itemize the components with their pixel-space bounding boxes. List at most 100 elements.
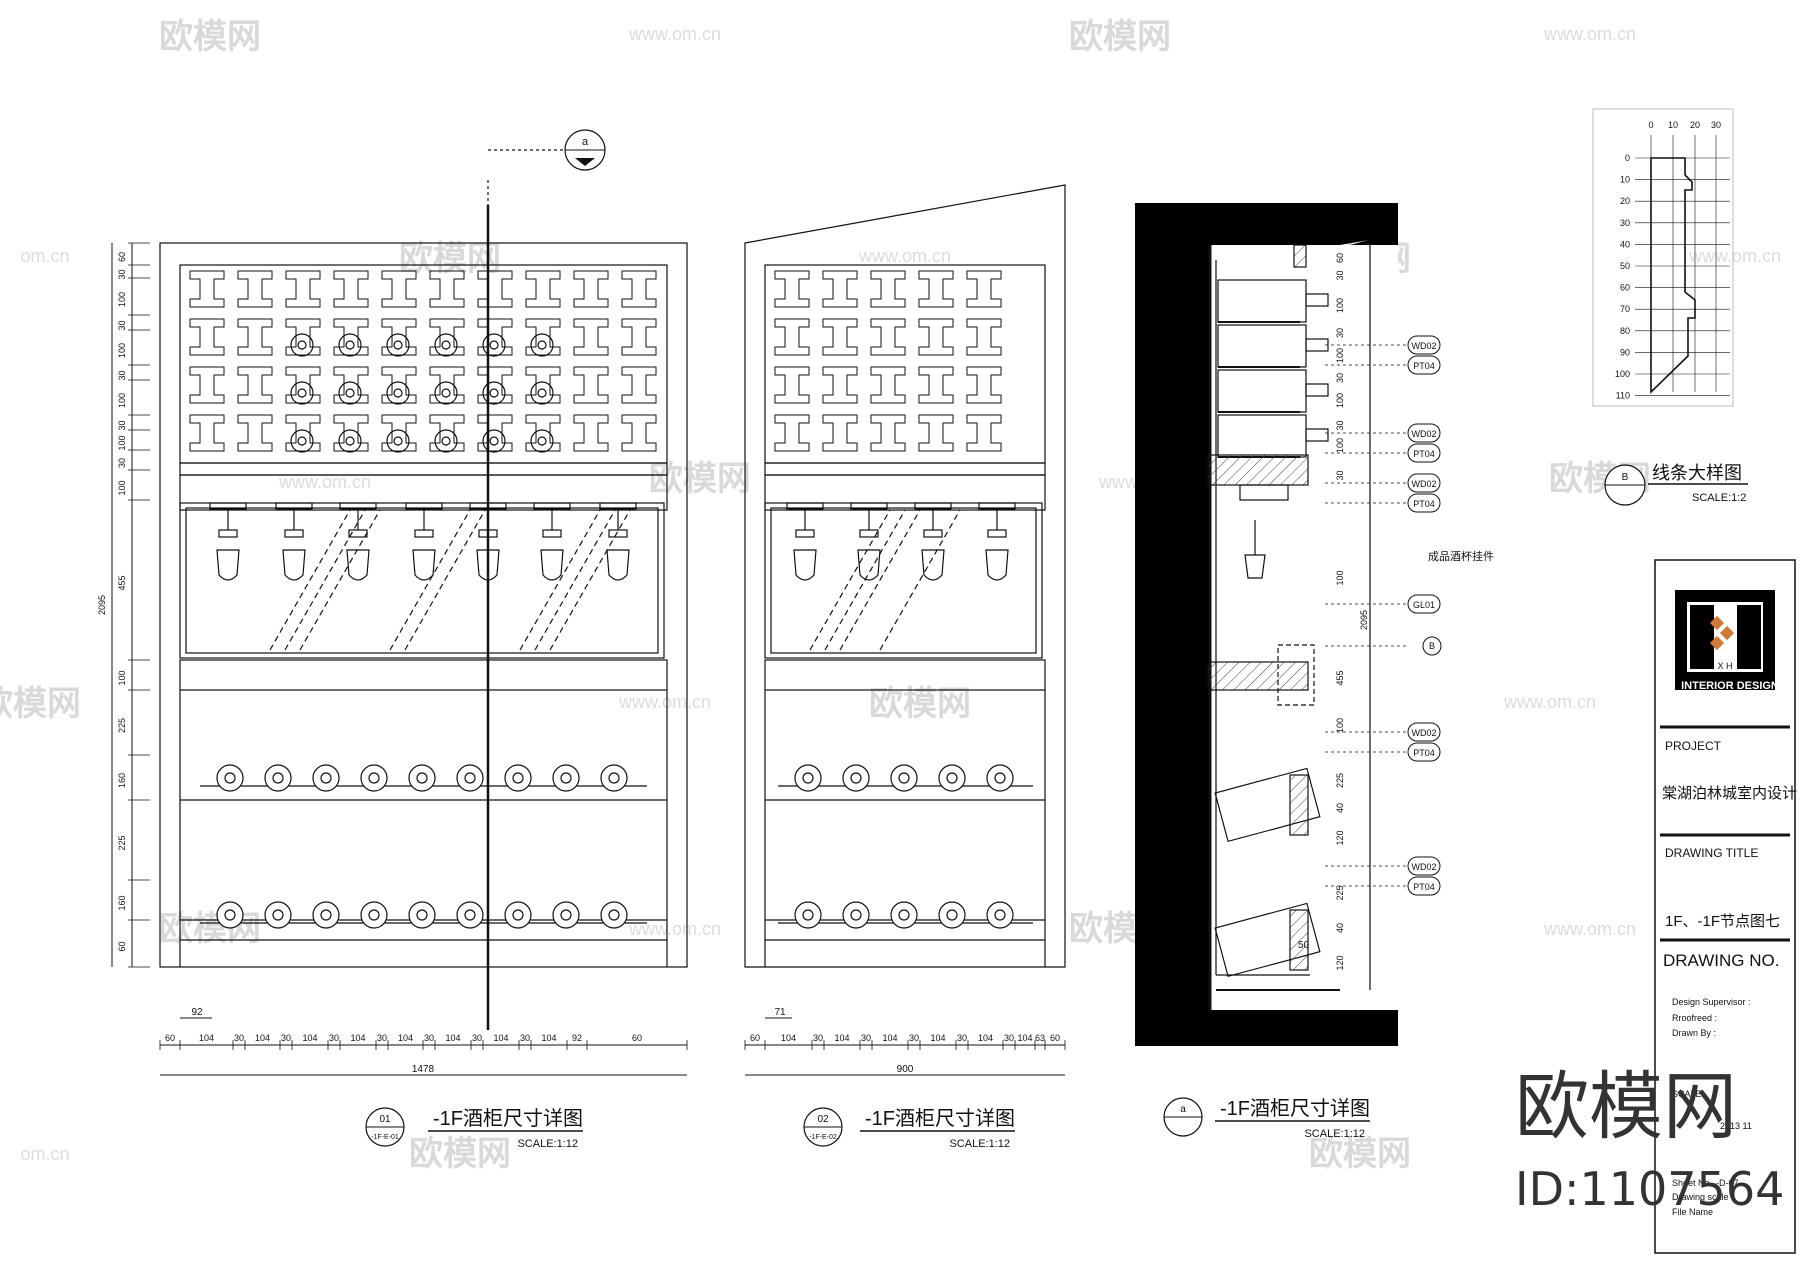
dim-text: 104	[834, 1033, 849, 1043]
lattice-cell	[573, 414, 609, 452]
dim-text: 455	[117, 575, 127, 590]
dim-text: 104	[882, 1033, 897, 1043]
profile-shape	[1650, 157, 1696, 394]
glass-foot	[608, 529, 628, 538]
roller-outer	[504, 901, 532, 929]
section-callout-a: a	[564, 129, 606, 171]
sheet-no-label: Sheet No.	[1672, 1178, 1712, 1188]
dim-total: 2095	[1359, 610, 1369, 630]
glass-hatch	[404, 509, 486, 651]
bottle-neck	[537, 436, 547, 446]
material-tag	[1407, 722, 1441, 742]
dim-text: 104	[930, 1033, 945, 1043]
roller-inner	[272, 772, 284, 784]
bottle-end	[482, 381, 506, 405]
roller-inner	[368, 772, 380, 784]
dim-text: 30	[1335, 270, 1345, 280]
view-scale: SCALE:1:12	[517, 1138, 578, 1150]
lattice-cell	[333, 270, 369, 308]
roller-inner	[512, 772, 524, 784]
dim-text: 30	[1335, 470, 1345, 480]
material-tag	[1407, 742, 1441, 762]
sheet-no: -D-07	[1716, 1178, 1739, 1188]
watermark-url: www.om.cn	[618, 692, 711, 712]
roller-outer	[312, 901, 340, 929]
lattice-cell	[918, 414, 954, 452]
dim-text: 104	[445, 1033, 460, 1043]
profile-y-tick: 60	[1620, 283, 1630, 293]
roller-inner	[512, 909, 524, 921]
glass-reflection-02	[809, 509, 961, 651]
dim-text: 30	[1004, 1033, 1014, 1043]
dim-text: 60	[165, 1033, 175, 1043]
drawing-no-label: DRAWING NO.	[1663, 951, 1779, 970]
roller-inner	[608, 909, 620, 921]
roller-outer	[794, 901, 822, 929]
lattice-cell	[573, 318, 609, 356]
watermark-url: www.om.cn	[278, 472, 371, 492]
roller-outer	[938, 901, 966, 929]
project-label: PROJECT	[1665, 739, 1722, 753]
bottle-end	[434, 333, 458, 357]
roller-outer	[986, 764, 1014, 792]
dim-text: 30	[861, 1033, 871, 1043]
lattice-cell	[333, 414, 369, 452]
roller-inner	[898, 772, 910, 784]
dim-text: 30	[957, 1033, 967, 1043]
view-marker-number: a	[1180, 1104, 1186, 1115]
dim-text: 30	[329, 1033, 339, 1043]
roller-inner	[320, 909, 332, 921]
dim-text: 104	[1017, 1033, 1032, 1043]
design-supervisor: Design Supervisor :	[1672, 997, 1751, 1007]
lattice-cell	[573, 270, 609, 308]
inner-dimension: 50	[1298, 940, 1310, 951]
roller-outer	[600, 901, 628, 929]
watermark-url: www.om.cn	[1503, 692, 1596, 712]
profile-y-tick: 70	[1620, 304, 1630, 314]
lattice-cell	[477, 366, 513, 404]
lattice-cell	[285, 414, 321, 452]
detail-marker	[1422, 636, 1442, 656]
section-view-a: 6030100301003010030100301004551002254012…	[1135, 203, 1494, 1046]
lattice-cell	[966, 366, 1002, 404]
profile-marker: B	[1622, 472, 1629, 483]
dim-text: 100	[1335, 348, 1345, 363]
dim-text: 60	[632, 1033, 642, 1043]
bottle-neck	[345, 436, 355, 446]
material-tag	[1407, 355, 1441, 375]
bottle-end	[386, 381, 410, 405]
profile-y-tick: 20	[1620, 196, 1630, 206]
lattice-cell	[189, 270, 225, 308]
bottle-neck	[297, 388, 307, 398]
bottle-neck	[393, 436, 403, 446]
bottle-neck	[489, 388, 499, 398]
roller-outer	[456, 764, 484, 792]
profile-x-tick: 0	[1648, 120, 1653, 130]
bottle-rollers-row1-01	[200, 764, 647, 792]
view-scale: SCALE:1:12	[949, 1138, 1010, 1150]
title-block: X H INTERIOR DESIGN PROJECT 棠湖泊林城室内设计 DR…	[1654, 559, 1797, 1254]
dim-text: 104	[255, 1033, 270, 1043]
watermark-url: www.om.cn	[858, 246, 951, 266]
roller-outer	[216, 764, 244, 792]
dim-text: 30	[1335, 373, 1345, 383]
glass-foot	[923, 529, 943, 538]
roller-inner	[368, 909, 380, 921]
lattice-cell	[870, 318, 906, 356]
lattice-cell	[285, 270, 321, 308]
glass-reflection-01	[269, 509, 631, 651]
lattice-cell	[870, 366, 906, 404]
bottle-end	[290, 429, 314, 453]
lattice-cell	[381, 270, 417, 308]
material-tag-text: PT04	[1413, 449, 1435, 459]
glass-hatch	[284, 509, 366, 651]
roller-inner	[464, 772, 476, 784]
lattice-cell	[621, 270, 657, 308]
view-title: -1F酒柜尺寸详图	[433, 1107, 583, 1130]
bottle-rollers-row2-02	[778, 901, 1033, 929]
bottle-neck	[489, 340, 499, 350]
dim-text: 104	[493, 1033, 508, 1043]
roller-inner	[850, 772, 862, 784]
glass-foot	[284, 529, 304, 538]
